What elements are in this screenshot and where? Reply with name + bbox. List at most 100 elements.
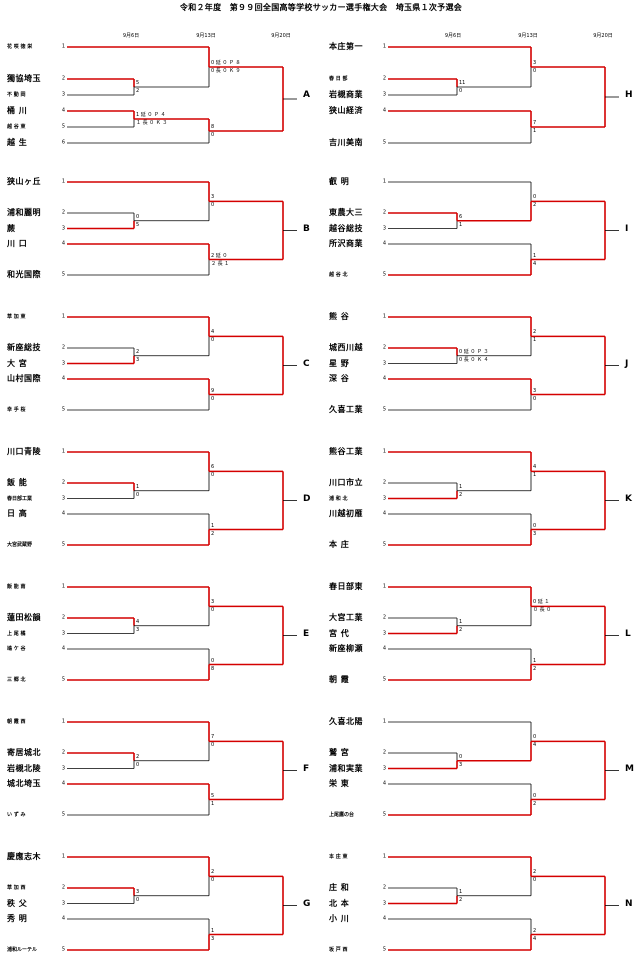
seed-number: 1 (382, 853, 386, 860)
match-score: 0 延 ０ Ｐ ８ (211, 60, 241, 66)
match-score: 1 (533, 657, 537, 664)
team-name: 大宮武蔵野 (7, 542, 33, 549)
block-label: K (625, 493, 632, 504)
match-score: 7 (533, 120, 537, 126)
match-score: ０ 長 ０ (533, 607, 552, 614)
block-label: E (303, 628, 310, 639)
block-label: I (625, 223, 629, 234)
match-score: 2 (211, 530, 215, 537)
block-label: M (625, 763, 634, 774)
match-score: 2 (136, 88, 140, 94)
seed-number: 6 (61, 139, 65, 146)
match-score: 6 (211, 464, 215, 471)
match-score: 2 (459, 896, 463, 903)
team-name: 上 尾 橘 (7, 630, 26, 637)
match-score: 0 (211, 395, 215, 402)
seed-number: 3 (382, 225, 386, 232)
seed-number: 1 (382, 583, 386, 590)
match-score: 1 (459, 221, 463, 228)
team-name: 浦和麗明 (7, 207, 41, 217)
match-score: 3 (136, 626, 140, 633)
team-name: 越谷総技 (329, 223, 363, 233)
block-label: G (303, 898, 311, 909)
team-name: 小 川 (329, 913, 350, 923)
match-score: 0 (211, 202, 215, 209)
seed-number: 2 (382, 209, 386, 216)
seed-number: 5 (61, 946, 65, 953)
seed-number: 1 (61, 583, 65, 590)
match-score: 0 (533, 395, 537, 402)
team-name: 久喜北陽 (329, 716, 363, 726)
seed-number: 5 (61, 123, 65, 130)
match-score: 3 (136, 888, 140, 895)
round-date: 9月13日 (196, 33, 216, 39)
seed-number: 2 (382, 479, 386, 486)
seed-number: 3 (382, 900, 386, 907)
team-name: 朝 霞 西 (7, 719, 26, 726)
match-score: 0 (211, 337, 215, 344)
seed-number: 2 (382, 749, 386, 756)
seed-number: 4 (382, 510, 386, 517)
match-score: 2 (211, 869, 215, 876)
team-name: 狭山経済 (329, 105, 363, 115)
team-name: 朝 霞 (329, 674, 350, 684)
match-score: 2 延 ０ (211, 252, 228, 259)
team-name: 春日部工業 (7, 495, 33, 502)
team-name: 秩 父 (7, 898, 28, 908)
match-score: 5 (211, 792, 215, 799)
seed-number: 5 (382, 541, 386, 548)
match-score: 0 (211, 132, 215, 138)
team-name: 新座柳瀬 (329, 643, 363, 653)
team-name: 北 本 (329, 898, 350, 908)
team-name: い ず み (7, 812, 26, 819)
seed-number: 4 (382, 915, 386, 922)
block-label: L (625, 628, 631, 639)
match-score: 1 (533, 337, 537, 344)
match-score: 0 (533, 68, 537, 74)
match-score: 0 (533, 734, 537, 741)
team-name: 獨協埼玉 (7, 73, 41, 83)
match-score: 8 (211, 665, 215, 672)
seed-number: 4 (61, 915, 65, 922)
team-name: 鳩 ケ 谷 (7, 646, 26, 653)
team-name: 越 生 (7, 137, 28, 147)
match-score: 4 (533, 464, 537, 471)
team-name: 岩槻商業 (329, 89, 363, 99)
match-score: 1 (211, 927, 215, 934)
team-name: 吉川美南 (329, 137, 363, 147)
seed-number: 2 (61, 614, 65, 621)
seed-number: 2 (61, 209, 65, 216)
team-name: 浦和実業 (329, 763, 363, 773)
seed-number: 3 (61, 765, 65, 772)
team-name: 草 加 西 (7, 885, 26, 892)
seed-number: 5 (382, 946, 386, 953)
seed-number: 1 (61, 43, 65, 50)
team-name: 本 庄 東 (329, 854, 348, 861)
seed-number: 5 (61, 406, 65, 413)
match-score: 0 (136, 896, 140, 903)
seed-number: 5 (382, 139, 386, 146)
block-label: N (625, 898, 633, 909)
team-name: 日 高 (7, 508, 28, 518)
block-label: A (303, 90, 310, 100)
team-name: 桶 川 (7, 105, 28, 115)
match-score: 2 (459, 626, 463, 633)
block-label: C (303, 358, 310, 369)
block-label: F (303, 763, 310, 774)
seed-number: 2 (382, 884, 386, 891)
seed-number: 3 (61, 630, 65, 637)
team-name: 越 谷 東 (7, 124, 26, 131)
seed-number: 1 (61, 718, 65, 725)
seed-number: 4 (382, 240, 386, 247)
seed-number: 4 (61, 510, 65, 517)
seed-number: 3 (61, 495, 65, 502)
match-score: 2 (533, 927, 537, 934)
match-score: 4 (211, 329, 215, 336)
seed-number: 1 (61, 313, 65, 320)
seed-number: 1 (382, 448, 386, 455)
seed-number: 5 (382, 811, 386, 818)
team-name: 和光国際 (7, 269, 41, 279)
seed-number: 1 (382, 718, 386, 725)
seed-number: 3 (382, 360, 386, 367)
team-name: 蕨 (7, 223, 16, 233)
